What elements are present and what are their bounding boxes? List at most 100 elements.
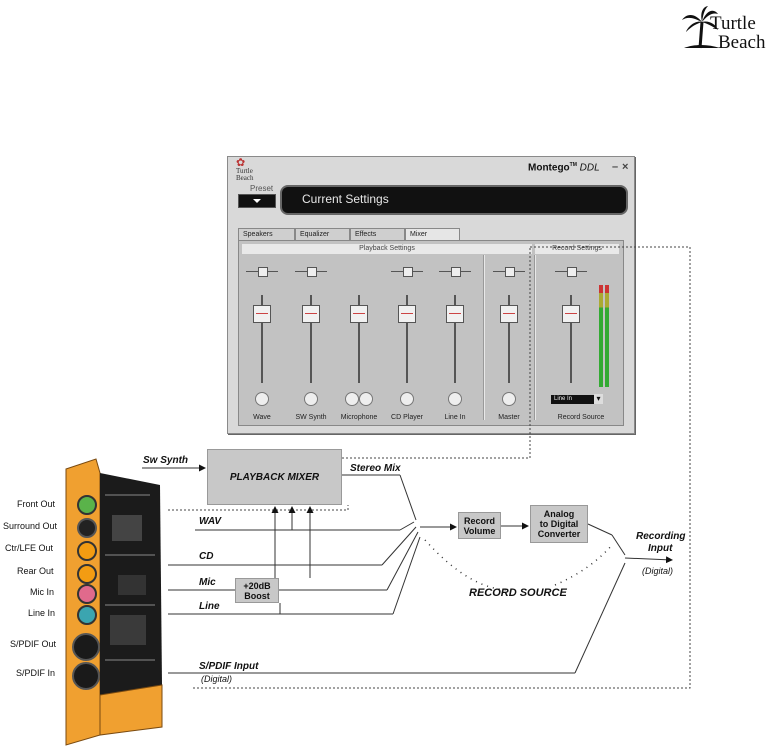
cd-player-balance-slider[interactable] bbox=[403, 267, 413, 277]
current-settings-text: Current Settings bbox=[302, 192, 389, 206]
port-label-spdif-in: S/PDIF In bbox=[16, 668, 56, 678]
current-settings-display: Current Settings bbox=[280, 185, 628, 215]
port-label-surround-out: Surround Out bbox=[3, 521, 58, 531]
master-volume-slider[interactable] bbox=[500, 305, 518, 323]
label-input: Input bbox=[648, 543, 673, 554]
sw-synth-mute-button[interactable] bbox=[304, 392, 318, 406]
port-label-front-out: Front Out bbox=[17, 499, 56, 509]
cd-player-mute-button[interactable] bbox=[400, 392, 414, 406]
channel-label-wave: Wave bbox=[253, 414, 271, 421]
jack-front-out bbox=[77, 495, 97, 515]
line-in-mute-button[interactable] bbox=[448, 392, 462, 406]
port-label-line-in: Line In bbox=[28, 608, 56, 618]
record-volume-slider[interactable] bbox=[562, 305, 580, 323]
cd-player-volume-slider[interactable] bbox=[398, 305, 416, 323]
window-logo: ✿ Turtle Beach bbox=[236, 157, 254, 182]
logo-text-turtle: Turtle bbox=[710, 13, 756, 34]
record-balance-slider[interactable] bbox=[567, 267, 577, 277]
microphone-boost-button[interactable] bbox=[359, 392, 373, 406]
turtle-beach-logo: Turtle Beach bbox=[680, 4, 766, 52]
record-window-link bbox=[192, 246, 691, 689]
line-in-balance-slider[interactable] bbox=[451, 267, 461, 277]
channel-record: Record Source bbox=[549, 257, 604, 425]
label-record-source: RECORD SOURCE bbox=[469, 587, 567, 599]
port-label-rear-out: Rear Out bbox=[17, 566, 54, 576]
jack-spdif-out bbox=[72, 633, 100, 661]
microphone-mute-button[interactable] bbox=[345, 392, 359, 406]
jack-line-in bbox=[77, 605, 97, 625]
adc-box: Analog to Digital Converter bbox=[530, 505, 588, 543]
wave-volume-slider[interactable] bbox=[253, 305, 271, 323]
label-spdif-digital: (Digital) bbox=[201, 674, 233, 684]
record-volume-line1: Record bbox=[463, 515, 495, 526]
tab-mixer[interactable]: Mixer bbox=[405, 228, 460, 240]
label-recording-digital: (Digital) bbox=[642, 566, 674, 576]
mixer-panel: Playback Settings Record Settings Wave S… bbox=[238, 240, 624, 426]
boost-line1: +20dB bbox=[243, 580, 271, 591]
adc-line2: to Digital bbox=[539, 519, 579, 529]
jack-ctr-lfe-out bbox=[77, 541, 97, 561]
sw-synth-balance-slider[interactable] bbox=[307, 267, 317, 277]
channel-label-cd-player: CD Player bbox=[391, 414, 423, 421]
label-spdif-input: S/PDIF Input bbox=[199, 661, 259, 672]
channel-label-microphone: Microphone bbox=[340, 414, 378, 421]
adc-line1: Analog bbox=[543, 509, 575, 519]
line-in-volume-slider[interactable] bbox=[446, 305, 464, 323]
sw-synth-volume-slider[interactable] bbox=[302, 305, 320, 323]
record-settings-header: Record Settings bbox=[535, 244, 619, 254]
vu-meter-left bbox=[599, 285, 603, 387]
title-tm: TM bbox=[569, 162, 577, 168]
channel-label-line-in: Line In bbox=[444, 414, 466, 421]
boost-box: +20dB Boost bbox=[235, 578, 279, 603]
port-label-ctr-lfe-out: Ctr/LFE Out bbox=[5, 543, 54, 553]
master-balance-slider[interactable] bbox=[505, 267, 515, 277]
tab-effects[interactable]: Effects bbox=[350, 228, 405, 240]
jack-spdif-in bbox=[72, 662, 100, 690]
channel-cd-player: CD Player bbox=[385, 257, 429, 425]
window-logo-line1: Turtle bbox=[236, 167, 253, 175]
tab-equalizer[interactable]: Equalizer bbox=[295, 228, 350, 240]
channel-microphone: Microphone bbox=[337, 257, 381, 425]
montego-mixer-window: ✿ Turtle Beach MontegoTM DDL – × Preset … bbox=[227, 156, 635, 434]
wave-balance-slider[interactable] bbox=[258, 267, 268, 277]
record-volume-box: Record Volume bbox=[458, 512, 501, 539]
label-line: Line bbox=[199, 601, 220, 612]
port-label-mic-in: Mic In bbox=[30, 587, 55, 597]
vu-meter-right bbox=[605, 285, 609, 387]
master-divider bbox=[483, 255, 485, 420]
window-titlebar[interactable]: ✿ Turtle Beach MontegoTM DDL – × bbox=[228, 157, 634, 182]
adc-line3: Converter bbox=[537, 529, 581, 539]
label-stereo-mix: Stereo Mix bbox=[350, 463, 401, 474]
jack-mic-in bbox=[77, 584, 97, 604]
channel-wave: Wave bbox=[240, 257, 284, 425]
port-label-spdif-out: S/PDIF Out bbox=[10, 639, 57, 649]
mixer-window-link bbox=[342, 247, 531, 459]
title-brand: Montego bbox=[528, 162, 570, 174]
window-title: MontegoTM DDL bbox=[528, 162, 600, 173]
minimize-button[interactable]: – bbox=[612, 161, 619, 173]
label-sw-synth: Sw Synth bbox=[143, 455, 189, 466]
channel-label-master: Master bbox=[498, 414, 520, 421]
channel-master: Master bbox=[487, 257, 531, 425]
record-volume-line2: Volume bbox=[463, 525, 496, 536]
channel-line-in: Line In bbox=[433, 257, 477, 425]
tab-speakers[interactable]: Speakers bbox=[238, 228, 295, 240]
jack-rear-out bbox=[77, 564, 97, 584]
label-cd: CD bbox=[199, 551, 214, 562]
record-divider bbox=[534, 255, 536, 420]
record-source-select[interactable]: Line In bbox=[551, 394, 603, 404]
preset-dropdown-button[interactable] bbox=[238, 194, 276, 208]
logo-text-beach: Beach bbox=[718, 32, 766, 53]
playback-mixer-box: PLAYBACK MIXER bbox=[207, 449, 342, 505]
title-model: DDL bbox=[579, 162, 600, 174]
master-mute-button[interactable] bbox=[502, 392, 516, 406]
preset-label: Preset bbox=[250, 184, 274, 193]
recording-input-arrow bbox=[624, 556, 673, 564]
microphone-volume-slider[interactable] bbox=[350, 305, 368, 323]
channel-label-sw-synth: SW Synth bbox=[295, 414, 327, 421]
jack-surround-out bbox=[77, 518, 97, 538]
wave-mute-button[interactable] bbox=[255, 392, 269, 406]
close-button[interactable]: × bbox=[622, 161, 629, 173]
channel-sw-synth: SW Synth bbox=[289, 257, 333, 425]
